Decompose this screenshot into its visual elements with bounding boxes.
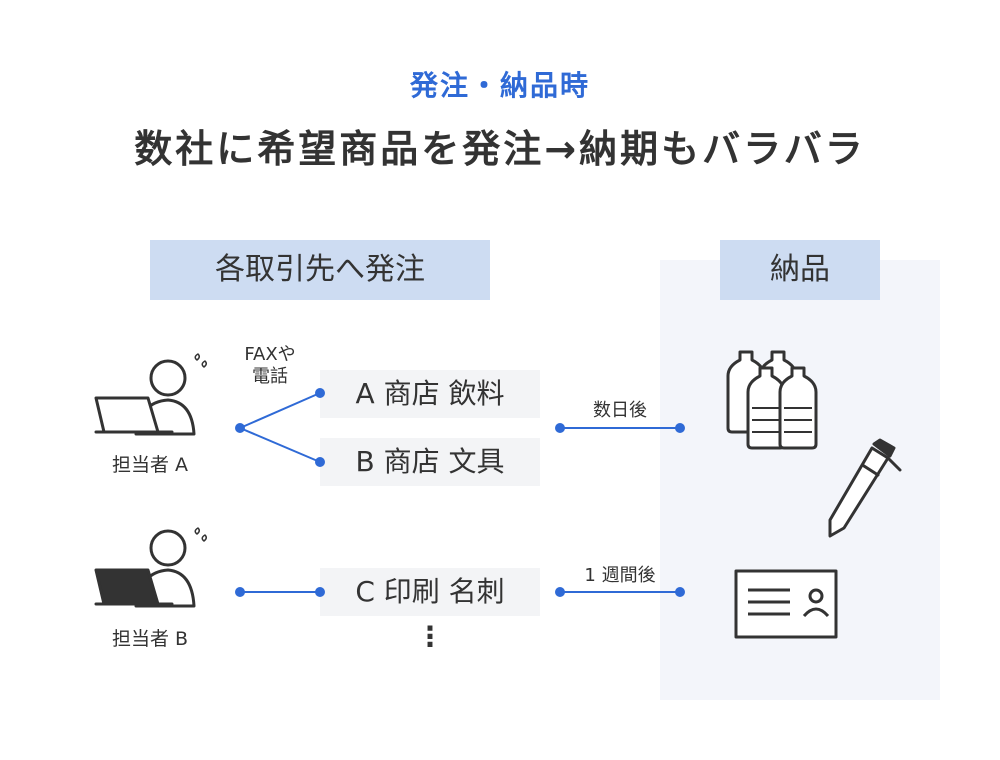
order-method-line1: FAXや: [244, 344, 296, 365]
person-b-icon: [94, 527, 208, 608]
order-method-label: FAXや 電話: [230, 344, 310, 388]
business-card-icon: [734, 569, 838, 639]
lead-time-label-b: 1 週間後: [584, 565, 656, 586]
laptop-icon: [94, 568, 174, 606]
connector-dot: [675, 423, 685, 433]
connector-dot: [555, 587, 565, 597]
page-title: 数社に希望商品を発注→納期もバラバラ: [134, 127, 866, 171]
shop-box-a: A 商店 飲料: [320, 370, 540, 418]
sweat-icon: [194, 527, 208, 542]
more-shops-indicator: ⋮: [416, 620, 444, 653]
connector-a-to-shop-b: [239, 427, 321, 463]
person-b-label: 担当者 B: [111, 628, 189, 650]
connector-dot: [315, 388, 325, 398]
shop-box-c: C 印刷 名刺: [320, 568, 540, 616]
connector-dot: [315, 457, 325, 467]
page-subtitle: 発注・納品時: [409, 69, 590, 102]
person-head: [149, 529, 187, 567]
person-head: [149, 359, 187, 397]
delivery-section-header: 納品: [720, 240, 880, 300]
shop-box-b: B 商店 文具: [320, 438, 540, 486]
connector-a-to-shop-a: [239, 392, 321, 429]
sweat-icon: [194, 353, 208, 368]
connector-dot: [235, 587, 245, 597]
connector-lines: [235, 388, 685, 597]
person-a-label: 担当者 A: [111, 454, 189, 476]
laptop-icon: [94, 396, 174, 434]
order-method-line2: 電話: [252, 366, 288, 387]
connector-dot: [235, 423, 245, 433]
bottles-icon: [726, 350, 818, 450]
pen-icon: [828, 438, 902, 538]
order-section-header: 各取引先へ発注: [150, 240, 490, 300]
person-a-icon: [94, 353, 208, 436]
connector-dot: [315, 587, 325, 597]
connector-dot: [675, 587, 685, 597]
lead-time-label-a: 数日後: [593, 400, 647, 421]
connector-dot: [555, 423, 565, 433]
